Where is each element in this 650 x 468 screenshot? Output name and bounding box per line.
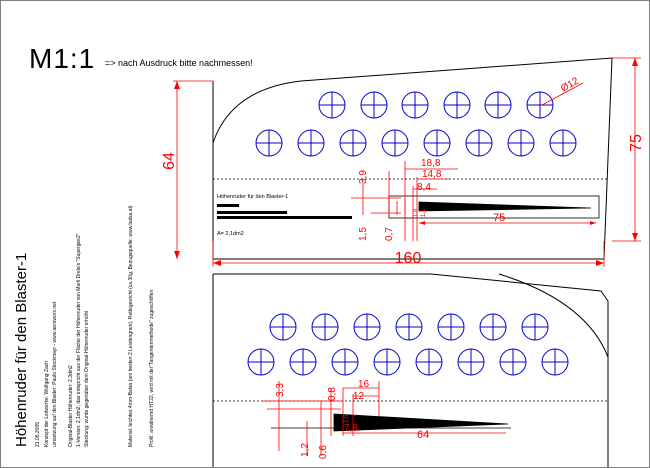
label-bar-3 [217, 216, 352, 219]
upper-part-outline [212, 57, 613, 260]
dim-3-3: 3,3 [275, 383, 286, 397]
dim-16: 16 [358, 379, 370, 390]
dim-0-8: 0,8 [327, 387, 338, 401]
lightening-hole [395, 313, 423, 341]
lower-dim-texts: 3,3 16 12 0,8 64 1,2 0,6 7,8 1,6 1 [275, 379, 429, 459]
lightening-hole [541, 348, 569, 376]
dim-lower-small-b: 1 [353, 413, 359, 417]
label-bar-2 [217, 211, 287, 214]
lightening-hole [465, 129, 493, 157]
lower-part-outline [212, 273, 609, 467]
dim-75-profile: 75 [493, 212, 505, 224]
lightening-hole [443, 91, 471, 119]
dim-7-8: 7,8 [344, 423, 358, 434]
lightening-hole [331, 348, 359, 376]
lightening-hole [381, 129, 409, 157]
label-bar-1 [217, 204, 239, 207]
lightening-hole [457, 348, 485, 376]
dim-small-a: 1,9 [413, 208, 419, 217]
lightening-hole [401, 91, 429, 119]
dim-18-8: 18,8 [421, 158, 441, 169]
dim-1-5: 1,5 [358, 227, 369, 241]
lower-profile-strip [271, 413, 511, 432]
dim-0-6: 0,6 [318, 445, 329, 459]
dim-64: 64 [417, 429, 429, 441]
lightening-hole [479, 313, 507, 341]
upper-area-label: A= 2,1dm2 [217, 231, 244, 237]
lightening-hole [297, 129, 325, 157]
dim-hole-diameter: Ø12 [559, 75, 581, 94]
lightening-hole [247, 348, 275, 376]
dim-overall-length: 160 [395, 250, 422, 267]
holes-group [247, 91, 577, 376]
lightening-hole [499, 348, 527, 376]
lightening-hole [484, 91, 512, 119]
dim-overall-height: 75 [628, 134, 645, 152]
dim-14-8: 14,8 [422, 169, 442, 180]
dim-8-4: 8,4 [417, 182, 431, 193]
dim-1-2: 1,2 [300, 443, 311, 457]
lightening-hole [507, 129, 535, 157]
lightening-hole [255, 129, 283, 157]
lightening-hole [526, 91, 554, 119]
lightening-hole [437, 313, 465, 341]
lightening-hole [415, 348, 443, 376]
lightening-hole [360, 91, 388, 119]
lightening-hole [549, 129, 577, 157]
dim-3-9: 3,9 [358, 170, 369, 184]
lower-dimensions [261, 381, 506, 456]
lightening-hole [423, 129, 451, 157]
dim-12: 12 [353, 391, 365, 402]
dim-0-7: 0,7 [384, 227, 395, 241]
lightening-hole [311, 313, 339, 341]
lightening-hole [318, 91, 346, 119]
lightening-hole [353, 313, 381, 341]
upper-dim-arrows [174, 58, 638, 266]
lightening-hole [339, 129, 367, 157]
lightening-hole [289, 348, 317, 376]
scale-note: => nach Ausdruck bitte nachmessen! [105, 58, 253, 68]
scale-label: M1:1 [29, 43, 96, 74]
upper-dimensions [173, 57, 641, 267]
lightening-hole [521, 313, 549, 341]
dim-lower-small-a: 1,6 [344, 414, 350, 423]
lightening-hole [373, 348, 401, 376]
lightening-hole [269, 313, 297, 341]
upper-name-label: Höhenruder für den Blaster-1 [217, 194, 288, 200]
upper-dim-texts: 75 64 160 Ø12 18,8 14,8 8,4 75 3,9 1,5 0… [161, 75, 645, 267]
dim-small-b: 1,1 [421, 208, 427, 217]
dim-left-height: 64 [161, 152, 178, 170]
